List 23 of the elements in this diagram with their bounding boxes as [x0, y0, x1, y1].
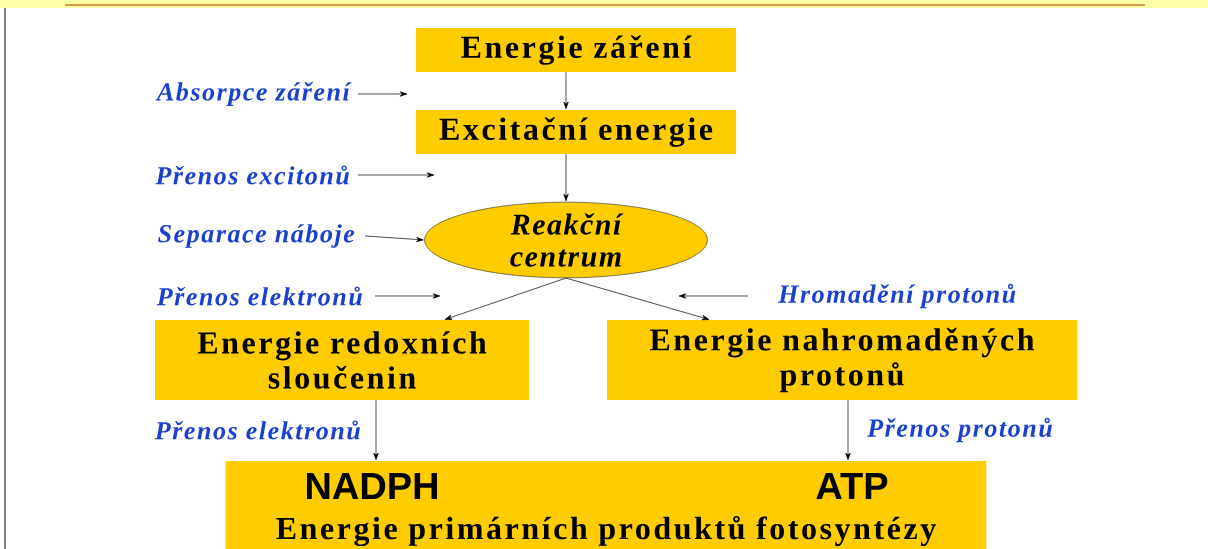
arrow	[845, 399, 851, 461]
arrow	[444, 277, 567, 320]
edge-label: Přenos elektronů	[153, 419, 362, 441]
step-label: Absorpce záření	[155, 82, 352, 106]
step-label: Separace náboje	[158, 224, 355, 248]
process-box: NADPH ATP Energie primárních produktů fotosyntézy	[225, 461, 987, 549]
step-label: Přenos excitonů	[155, 165, 349, 185]
arrow	[373, 399, 379, 461]
edge-label: Přenos protonů	[866, 416, 1054, 444]
process-box: Excitační energie	[416, 110, 736, 154]
step-label: Přenos elektronů	[156, 286, 362, 306]
arrow	[563, 71, 569, 110]
arrow	[364, 235, 424, 243]
process-box: Energie redoxních sloučenin	[155, 320, 529, 400]
arrow	[357, 91, 408, 97]
process-box: Energie nahromaděných protonů	[607, 320, 1077, 400]
arrow	[678, 293, 749, 299]
process-box: Energie záření	[416, 28, 736, 72]
arrow	[374, 293, 441, 299]
arrow	[357, 172, 435, 178]
arrow	[563, 153, 569, 202]
step-label: Hromadění protonů	[778, 283, 1016, 309]
arrow	[565, 277, 710, 321]
